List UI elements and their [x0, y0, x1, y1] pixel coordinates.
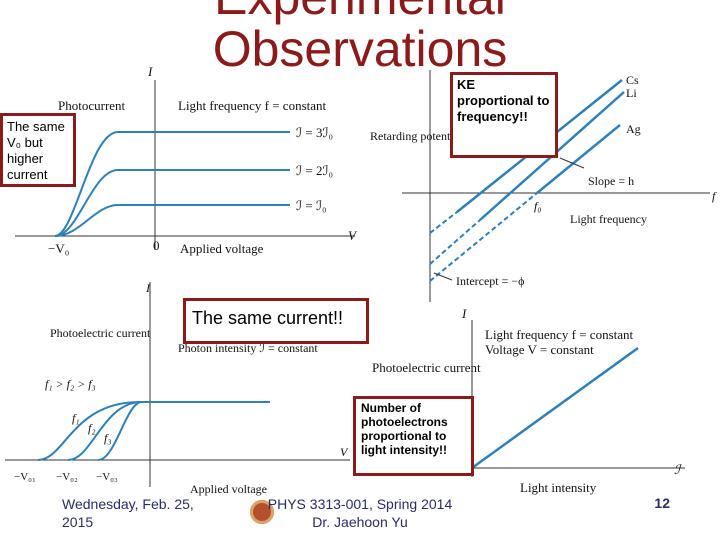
footer-date-text: Wednesday, Feb. 25, 2015 [62, 496, 194, 530]
fig-c-ylabel: Photoelectric current [50, 326, 151, 340]
figure-photocurrent-vs-voltage: I Photocurrent Light frequency f = const… [15, 64, 358, 256]
fig-d-ylabel-text: Photoelectric current [372, 360, 481, 375]
fig-c-curve-f3 [97, 401, 141, 461]
fig-b-line-ag-dashed [429, 192, 538, 282]
callout-same-v0-text: The same V₀ but higher current [7, 119, 65, 182]
fig-d-y-axis-label: I [461, 306, 467, 321]
fig-c-condition: Photon intensity ℐ = constant [178, 341, 318, 355]
callout-ke-text: KE proportional to frequency!! [457, 77, 550, 124]
fig-a-xlabel: Applied voltage [180, 241, 264, 256]
fig-c-curve-label-f3: f₃ [104, 431, 112, 445]
fig-d-xlabel: Light intensity [520, 480, 597, 495]
callout-same-v0: The same V₀ but higher current [0, 113, 76, 187]
fig-c-tick-v01: −V₀₁ [14, 471, 36, 483]
footer-date: Wednesday, Feb. 25, 2015 [62, 495, 202, 531]
fig-b-f-axis: f [712, 189, 717, 203]
fig-d-condition-2: Voltage V = constant [485, 342, 594, 357]
fig-b-line-li-dashed [429, 219, 481, 265]
title-line-1: Experimental [214, 0, 506, 25]
fig-b-metal-li: Li [626, 86, 637, 100]
fig-b-metal-ag: Ag [626, 122, 641, 136]
fig-d-x-axis-label: ℐ [674, 462, 682, 477]
callout-same-current: The same current!! [183, 298, 369, 344]
footer-course-block: PHYS 3313-001, Spring 2014 Dr. Jaehoon Y… [250, 495, 470, 531]
fig-b-slope: Slope = h [588, 174, 634, 188]
fig-b-slope-pointer [559, 157, 585, 169]
fig-b-xlabel: Light frequency [570, 212, 647, 226]
fig-b-intercept: Intercept = −ϕ [456, 274, 525, 288]
figure-current-vs-voltage-frequencies: I Photoelectric current Photon intensity… [5, 282, 350, 496]
fig-a-curve-3 [54, 131, 290, 237]
fig-a-curve-2 [54, 169, 290, 237]
fig-a-y-axis-label: I [147, 64, 153, 79]
fig-a-curve-1 [54, 204, 290, 237]
fig-c-ylabel-text: Photoelectric current [50, 326, 151, 340]
fig-c-v-axis: V [340, 445, 349, 459]
university-seal [250, 500, 274, 524]
figure-retarding-potential-vs-frequency: Retarding potential Cs Li Ag Slope = h f… [370, 70, 717, 302]
fig-c-curve-f2 [67, 401, 141, 461]
callout-ke-proportional: KE proportional to frequency!! [450, 72, 558, 158]
footer-instructor: Dr. Jaehoon Yu [312, 514, 408, 530]
fig-b-line-cs-dashed [429, 211, 458, 234]
callout-number-text: Number of photoelectrons proportional to… [361, 401, 448, 457]
fig-c-xlabel: Applied voltage [190, 482, 267, 496]
fig-a-zero: 0 [153, 238, 160, 253]
fig-a-neg-v0: −V₀ [48, 241, 69, 256]
fig-c-curve-label-f1: f₁ [72, 411, 80, 425]
fig-c-tick-v02: −V₀₂ [56, 471, 78, 483]
fig-b-intercept-pointer [433, 272, 453, 281]
fig-c-y-axis-label: I [145, 282, 151, 295]
figure-current-vs-intensity: I Light frequency f = constant Voltage V… [372, 306, 685, 495]
fig-b-ylabel-text: Retarding potential [370, 129, 463, 143]
fig-c-order: f₁ > f₂ > f₃ [45, 377, 96, 391]
fig-a-curve-label-3: ℐ = ℐ₀ [296, 198, 327, 213]
fig-a-curve-label-2: ℐ = 2ℐ₀ [296, 163, 333, 178]
footer-course: PHYS 3313-001, Spring 2014 [267, 496, 453, 512]
fig-c-curve-f1 [37, 401, 270, 461]
fig-c-curve-label-f2: f₂ [88, 421, 96, 435]
fig-b-metal-cs: Cs [626, 73, 639, 87]
page-number: 12 [630, 495, 670, 511]
fig-d-condition-1: Light frequency f = constant [485, 327, 634, 342]
callout-same-current-text: The same current!! [192, 308, 344, 328]
slide-title: Experimental Observations [0, 0, 720, 74]
fig-b-ylabel: Retarding potential [370, 129, 463, 143]
fig-d-line [471, 346, 639, 470]
fig-a-ylabel: Photocurrent [58, 98, 126, 113]
title-line-2: Observations [212, 21, 508, 77]
fig-c-tick-v03: −V₀₃ [96, 471, 118, 483]
fig-a-condition: Light frequency f = constant [178, 98, 327, 113]
fig-b-f0: f₀ [534, 199, 542, 213]
page-number-text: 12 [654, 495, 670, 511]
callout-number-proportional: Number of photoelectrons proportional to… [353, 396, 474, 476]
fig-d-ylabel: Photoelectric current [372, 360, 481, 375]
fig-a-v-axis: V [348, 228, 358, 243]
fig-a-curve-label-1: ℐ = 3ℐ₀ [296, 125, 333, 140]
fig-b-line-ag [536, 124, 621, 194]
